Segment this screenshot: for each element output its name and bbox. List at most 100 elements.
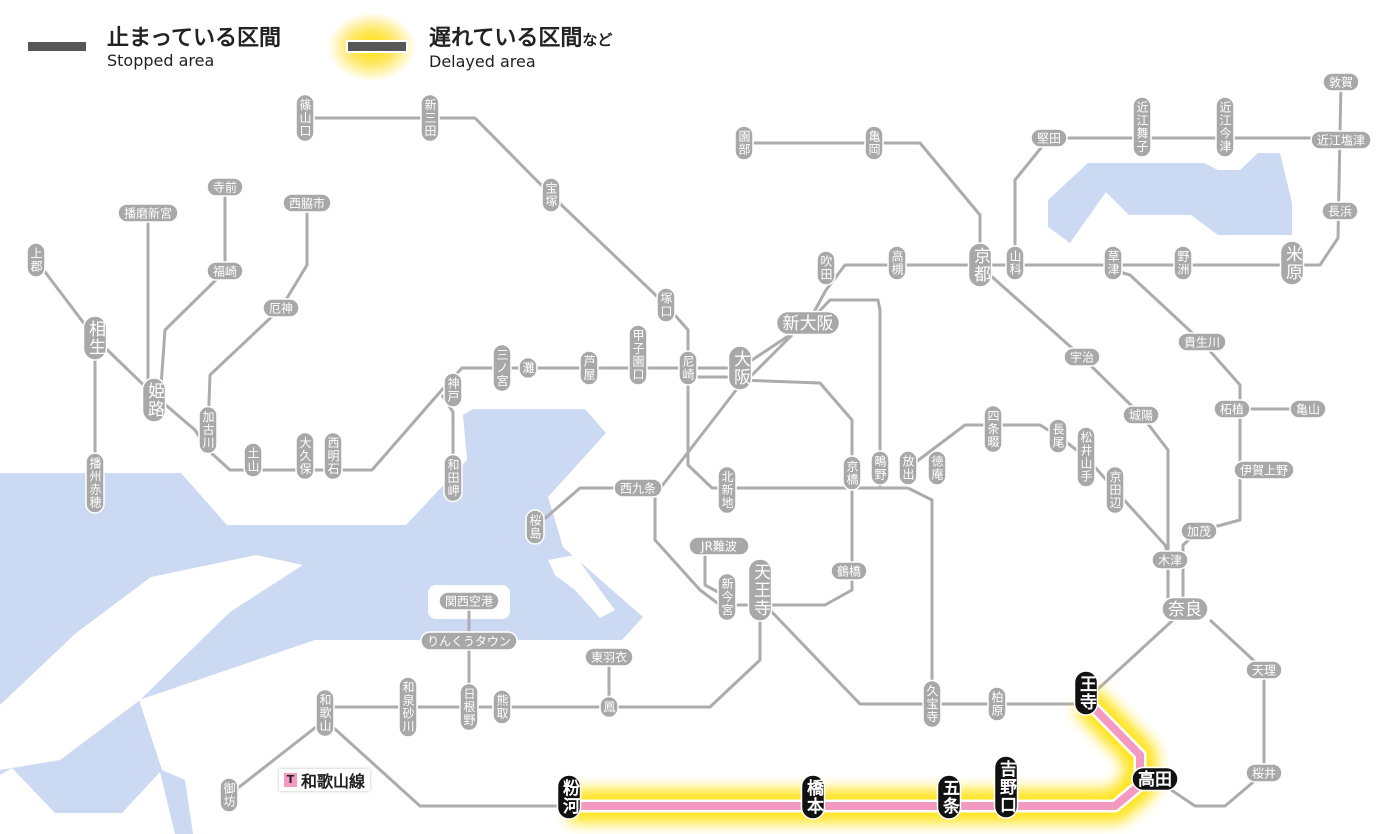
station-nagao[interactable]: 長尾 [1048,418,1068,454]
station-marker[interactable] [492,343,512,393]
station-yoshinoguchi[interactable]: 吉野口 [993,755,1019,819]
station-marker[interactable] [1030,128,1068,148]
station-marker[interactable] [1177,332,1227,352]
station-marker[interactable] [443,453,463,503]
station-omimaiko[interactable]: 近江舞子 [1132,96,1152,158]
station-yasu[interactable]: 野洲 [1173,245,1193,281]
station-tennoji[interactable]: 天王寺 [747,558,773,622]
station-hineno[interactable]: 日根野 [459,682,479,732]
station-oji[interactable]: 王寺 [1073,670,1099,716]
station-amagasaki[interactable]: 尼崎 [678,350,698,386]
station-yamashina[interactable]: 山科 [1005,245,1025,281]
station-nagahama[interactable]: 長浜 [1321,201,1359,221]
station-kibukawa[interactable]: 貴生川 [1177,332,1227,352]
station-otori[interactable]: 鳳 [599,695,619,719]
station-marker[interactable] [927,450,947,486]
station-tsuchiyama[interactable]: 土山 [243,442,263,478]
station-marker[interactable] [830,561,868,581]
station-tsukaguchi[interactable]: 塚口 [656,287,676,323]
station-shijonawate[interactable]: 四条畷 [983,404,1003,454]
station-higashihagoromo[interactable]: 東羽衣 [584,647,634,667]
station-marker[interactable] [727,345,753,391]
station-fukusaki[interactable]: 福崎 [206,261,244,281]
station-ashiya[interactable]: 芦屋 [579,350,599,386]
station-marker[interactable] [1161,596,1209,622]
station-marker[interactable] [206,177,244,197]
station-izumisunagawa[interactable]: 和泉砂川 [398,676,418,738]
station-kyobashi[interactable]: 京橋 [842,455,862,491]
delayed-section[interactable] [569,688,1157,823]
station-marker[interactable] [579,350,599,386]
station-marker[interactable] [1215,96,1235,158]
station-marker[interactable] [1073,670,1099,716]
station-marker[interactable] [584,647,634,667]
station-sakurai[interactable]: 桜井 [1245,763,1283,783]
station-omishiotsu[interactable]: 近江塩津 [1310,130,1372,150]
station-tokuan[interactable]: 徳庵 [927,450,947,486]
station-marker[interactable] [1122,405,1160,425]
station-omiimazu[interactable]: 近江今津 [1215,96,1235,158]
station-uji[interactable]: 宇治 [1063,347,1101,367]
station-maibara[interactable]: 米原 [1279,240,1305,286]
station-rinku[interactable]: りんくうタウン [420,631,518,651]
station-marker[interactable] [734,125,754,161]
station-hashimoto[interactable]: 橋本 [800,774,826,820]
station-shinosaka[interactable]: 新大阪 [775,310,841,336]
station-marker[interactable] [987,686,1007,722]
station-marker[interactable] [492,689,512,725]
station-marker[interactable] [1132,96,1152,158]
station-marker[interactable] [82,315,108,361]
station-yakujin[interactable]: 厄神 [262,298,300,318]
station-wadamisaki[interactable]: 和田岬 [443,453,463,503]
station-marker[interactable] [117,203,179,223]
station-joyo[interactable]: 城陽 [1122,405,1160,425]
station-marker[interactable] [1131,766,1179,792]
station-koshienguchi[interactable]: 甲子園口 [628,324,648,386]
station-takada[interactable]: 高田 [1131,766,1179,792]
station-marker[interactable] [864,125,884,161]
station-marker[interactable] [323,431,343,481]
station-marker[interactable] [1213,399,1251,419]
station-marker[interactable] [295,93,315,143]
station-kakogawa[interactable]: 加古川 [198,405,218,455]
station-marker[interactable] [983,404,1003,454]
station-marker[interactable] [1105,465,1125,515]
station-nishiwakishi[interactable]: 西脇市 [282,193,332,213]
station-marker[interactable] [1310,130,1372,150]
station-igaueno[interactable]: 伊賀上野 [1233,460,1295,480]
station-jrnamba[interactable]: JR難波 [688,536,750,556]
station-matsuiyamate[interactable]: 松井山手 [1076,426,1096,488]
station-himeji[interactable]: 姫路 [141,377,167,423]
station-marker[interactable] [556,774,582,820]
station-marker[interactable] [1180,521,1218,541]
station-marker[interactable] [141,377,167,423]
station-marker[interactable] [688,536,750,556]
station-marker[interactable] [1005,245,1025,281]
station-marker[interactable] [599,695,619,719]
station-suita[interactable]: 吹田 [816,250,836,286]
station-marker[interactable] [198,405,218,455]
station-nishiakashi[interactable]: 西明石 [323,431,343,481]
station-harimashingu[interactable]: 播磨新宮 [117,203,179,223]
station-nishikujo[interactable]: 西九条 [613,478,663,498]
station-banshuako[interactable]: 播州赤穂 [85,452,105,514]
station-kokawa[interactable]: 粉河 [556,774,582,820]
station-marker[interactable] [887,245,907,281]
station-marker[interactable] [518,356,538,380]
station-teramae[interactable]: 寺前 [206,177,244,197]
station-marker[interactable] [206,261,244,281]
station-marker[interactable] [898,450,918,486]
station-kameyama[interactable]: 亀山 [1289,399,1327,419]
station-marker[interactable] [420,93,440,143]
station-kusatsu[interactable]: 草津 [1103,245,1123,281]
station-marker[interactable] [628,324,648,386]
station-kamigori[interactable]: 上郡 [26,242,46,278]
station-kamo[interactable]: 加茂 [1180,521,1218,541]
station-marker[interactable] [717,465,737,515]
station-nara[interactable]: 奈良 [1161,596,1209,622]
station-marker[interactable] [219,777,239,813]
station-marker[interactable] [85,452,105,514]
station-wakayama[interactable]: 和歌山 [315,688,335,738]
station-marker[interactable] [1321,201,1359,221]
station-marker[interactable] [936,774,962,820]
